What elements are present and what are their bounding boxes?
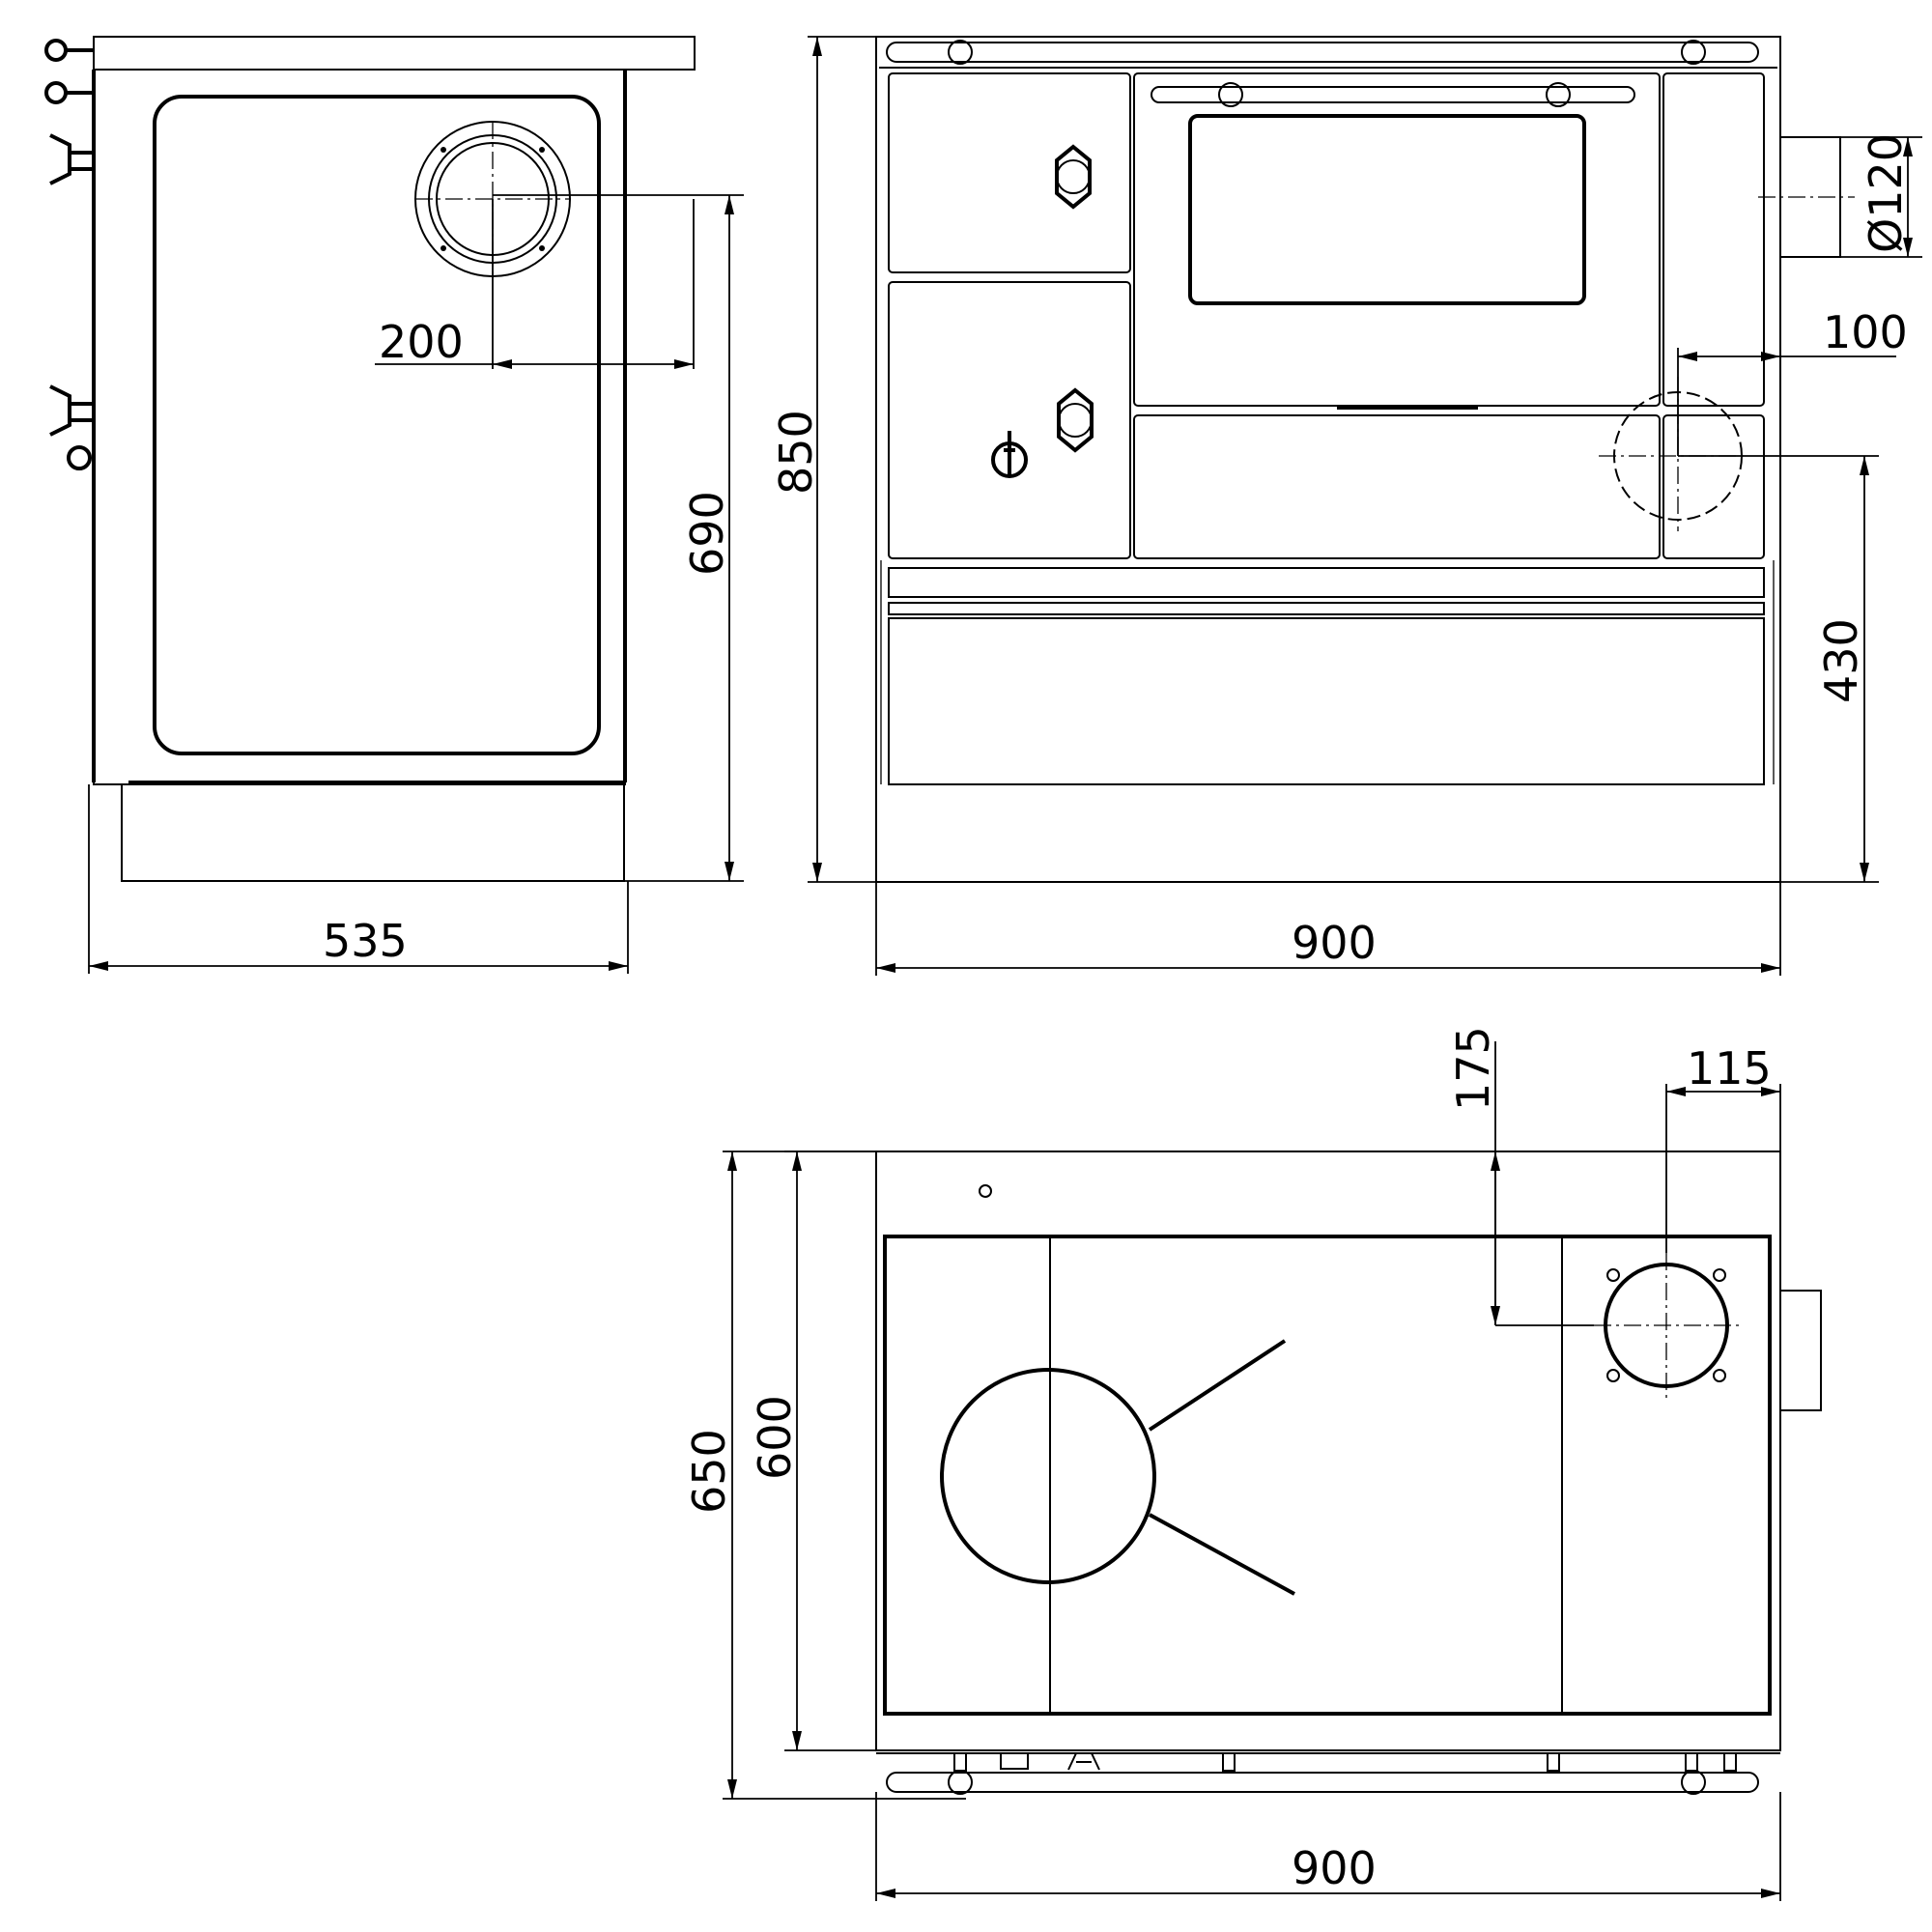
front-rail-icon bbox=[886, 40, 1759, 65]
dim-label-900-front: 900 bbox=[1292, 917, 1377, 969]
dim-label-850: 850 bbox=[770, 410, 822, 495]
right-panel-upper bbox=[1662, 72, 1765, 407]
dim-label-650: 650 bbox=[683, 1429, 735, 1514]
knob-upper-icon bbox=[1055, 144, 1092, 210]
firebox-door-lower bbox=[888, 281, 1131, 559]
dim-label-430: 430 bbox=[1815, 618, 1867, 703]
dim-front-height: 850 bbox=[770, 36, 876, 883]
dim-flue-side-offset: 100 bbox=[1677, 306, 1908, 456]
firebox-door-upper bbox=[888, 72, 1131, 273]
air-control-icon bbox=[991, 431, 1028, 478]
dim-flue-side-height: 430 bbox=[1678, 455, 1879, 883]
ash-drawer bbox=[1133, 414, 1661, 559]
side-flue-stub-icon bbox=[1758, 136, 1855, 258]
dim-label-175: 175 bbox=[1447, 1026, 1499, 1111]
dim-top-flue-side: 115 bbox=[1665, 1042, 1781, 1253]
dim-flue-diameter: Ø120 bbox=[1840, 133, 1922, 258]
side-view: 200 690 535 bbox=[44, 36, 744, 974]
right-panel-lower bbox=[1662, 414, 1765, 559]
side-view-plinth bbox=[121, 783, 625, 882]
top-view-outline bbox=[875, 1151, 1781, 1751]
side-handles bbox=[44, 39, 94, 470]
top-flue-collar-icon bbox=[1594, 1253, 1739, 1398]
dim-front-width: 900 bbox=[875, 882, 1781, 976]
dim-side-depth: 535 bbox=[88, 784, 629, 974]
front-view: Ø120 100 430 850 900 bbox=[770, 36, 1922, 976]
side-view-top-plate bbox=[93, 36, 696, 71]
dim-flue-offset: 200 bbox=[375, 199, 695, 369]
dim-top-width: 900 bbox=[875, 1792, 1781, 1901]
top-view-pin-icon bbox=[979, 1184, 992, 1198]
dim-label-115: 115 bbox=[1687, 1042, 1772, 1094]
oven-window bbox=[1188, 114, 1586, 305]
dim-label-690: 690 bbox=[681, 491, 733, 576]
dim-label-900-top: 900 bbox=[1292, 1842, 1377, 1894]
storage-drawer bbox=[888, 617, 1765, 785]
top-side-flue-stub-icon bbox=[1779, 1290, 1822, 1411]
dim-label-600: 600 bbox=[749, 1395, 801, 1480]
side-view-body bbox=[93, 69, 626, 785]
side-panel bbox=[153, 95, 601, 755]
dim-label-100: 100 bbox=[1823, 306, 1908, 358]
front-view-outline bbox=[875, 36, 1781, 883]
dim-top-depth-total: 650 bbox=[683, 1151, 966, 1800]
cooking-ring-icon bbox=[940, 1339, 1295, 1596]
dim-label-200: 200 bbox=[379, 316, 464, 368]
oven-handle-icon bbox=[1151, 82, 1635, 107]
dim-top-flue-back: 175 bbox=[1447, 1026, 1594, 1326]
top-rail-icon bbox=[876, 1752, 1780, 1795]
cooktop-plate bbox=[883, 1235, 1772, 1716]
knob-lower-icon bbox=[1057, 387, 1094, 453]
dim-label-535: 535 bbox=[323, 915, 408, 967]
dim-flue-height: 690 bbox=[493, 194, 744, 882]
dim-top-depth-inner: 600 bbox=[749, 1151, 876, 1751]
oven-door bbox=[1133, 72, 1661, 407]
dim-label-120: Ø120 bbox=[1860, 133, 1912, 253]
top-view: 175 115 650 600 900 bbox=[683, 1026, 1822, 1901]
rear-flue-hidden-icon bbox=[1599, 377, 1744, 531]
